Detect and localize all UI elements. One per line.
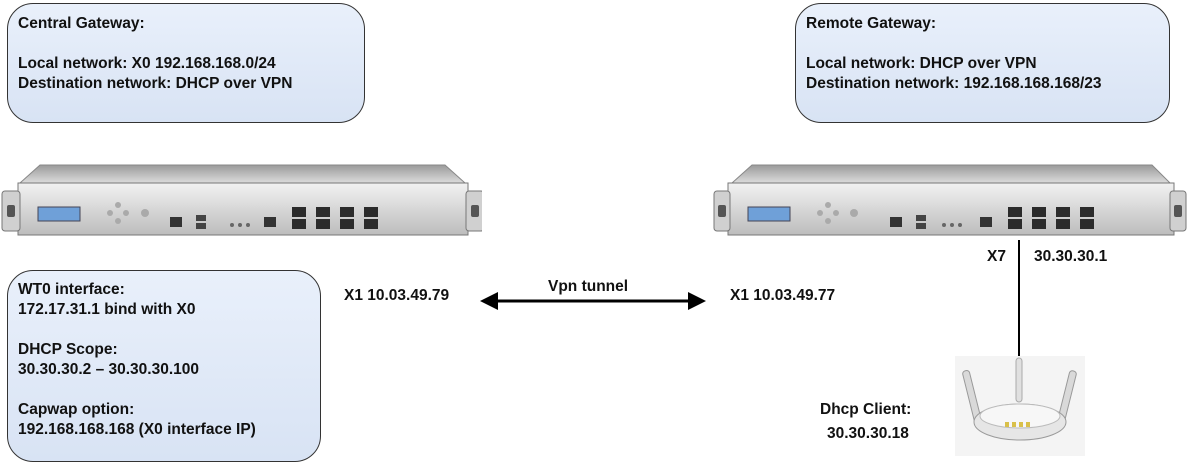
dhcp-client-title: Dhcp Client:	[820, 401, 912, 418]
dhcp-client-ip: 30.30.30.18	[827, 425, 909, 442]
central-local-network: Local network: X0 192.168.168.0/24	[18, 55, 276, 72]
central-x1-label: X1 10.03.49.79	[344, 287, 450, 304]
remote-x1-label: X1 10.03.49.77	[730, 287, 836, 304]
remote-to-ap-link	[1018, 240, 1020, 356]
remote-gateway-box: Remote Gateway: Local network: DHCP over…	[795, 3, 1170, 123]
remote-x7-ip-label: 30.30.30.1	[1034, 248, 1108, 265]
central-gateway-title: Central Gateway:	[18, 15, 145, 32]
vpn-tunnel-label: Vpn tunnel	[548, 278, 629, 295]
remote-gateway-title: Remote Gateway:	[806, 15, 937, 32]
dhcp-scope-value: 30.30.30.2 – 30.30.30.100	[18, 361, 199, 378]
remote-local-network: Local network: DHCP over VPN	[806, 55, 1037, 72]
central-gateway-box: Central Gateway: Local network: X0 192.1…	[7, 3, 365, 123]
capwap-option-value: 192.168.168.168 (X0 interface IP)	[18, 421, 256, 438]
remote-appliance-icon	[713, 164, 1187, 236]
remote-x7-label: X7	[987, 248, 1006, 265]
access-point-icon	[955, 356, 1085, 456]
remote-destination-network: Destination network: 192.168.168.168/23	[806, 75, 1102, 92]
wt0-interface-title: WT0 interface:	[18, 281, 125, 298]
vpn-tunnel-arrow	[480, 292, 706, 310]
wt0-interface-value: 172.17.31.1 bind with X0	[18, 301, 196, 318]
dhcp-scope-box: WT0 interface: 172.17.31.1 bind with X0 …	[7, 270, 321, 462]
central-appliance-icon	[1, 164, 482, 236]
dhcp-scope-title: DHCP Scope:	[18, 341, 118, 358]
central-destination-network: Destination network: DHCP over VPN	[18, 75, 293, 92]
capwap-option-title: Capwap option:	[18, 401, 135, 418]
